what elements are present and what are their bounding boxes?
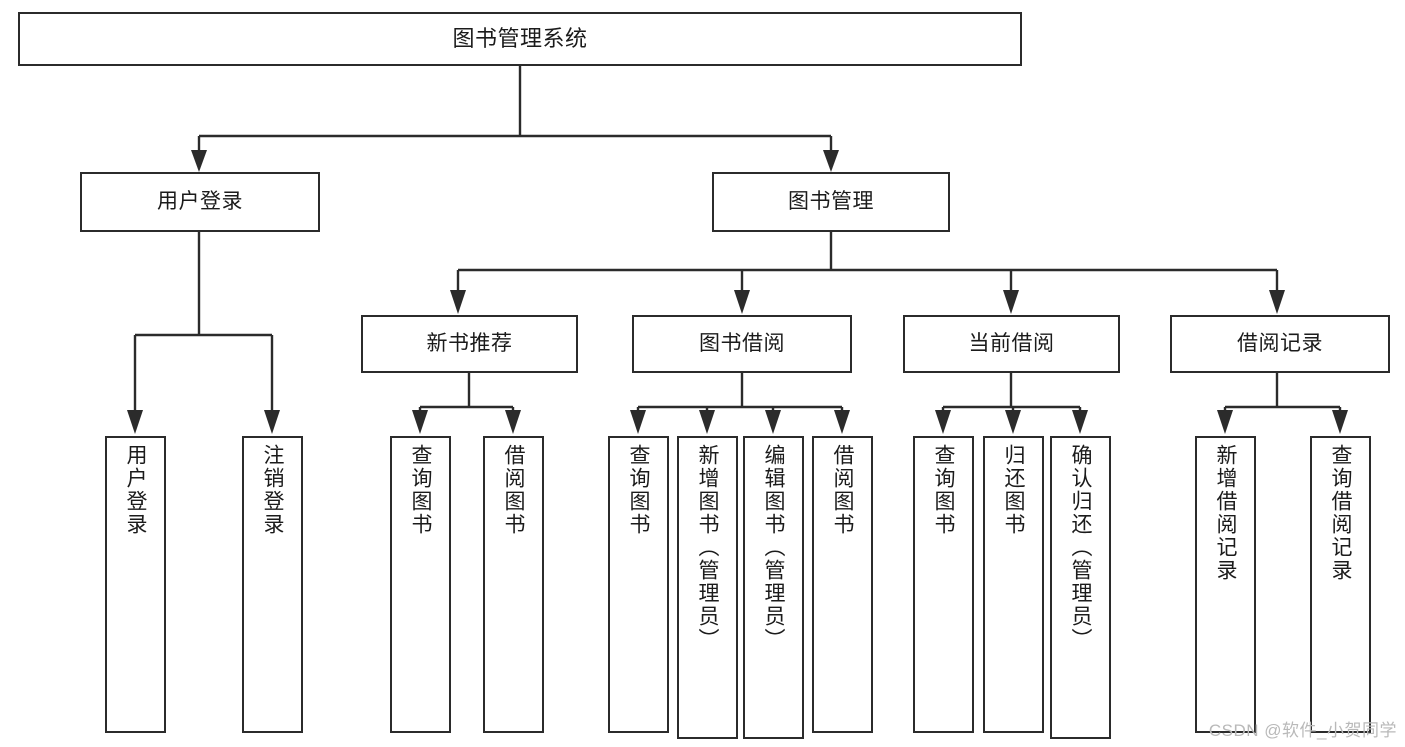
leaf-borrow-book-recommend[interactable]: 借阅图书 bbox=[483, 436, 544, 733]
node-label: 注销登录 bbox=[261, 444, 284, 536]
node-label: 新增借阅记录 bbox=[1214, 444, 1237, 582]
csdn-watermark: CSDN @软件_小贺同学 bbox=[1208, 721, 1397, 740]
node-label: 图书管理系统 bbox=[452, 25, 588, 51]
node-label: 图书借阅 bbox=[699, 332, 785, 356]
node-label: 归还图书 bbox=[1002, 444, 1025, 536]
leaf-borrow-book-borrow[interactable]: 借阅图书 bbox=[812, 436, 873, 733]
leaf-edit-book-admin[interactable]: 编辑图书（管理员） bbox=[743, 436, 804, 739]
node-borrow-record[interactable]: 借阅记录 bbox=[1170, 315, 1390, 373]
leaf-query-borrow-record[interactable]: 查询借阅记录 bbox=[1310, 436, 1371, 733]
node-label: 新书推荐 bbox=[426, 332, 513, 356]
node-book-borrow[interactable]: 图书借阅 bbox=[632, 315, 852, 373]
node-label: 确认归还（管理员） bbox=[1069, 444, 1092, 651]
node-label: 用户登录 bbox=[157, 190, 243, 214]
leaf-user-login[interactable]: 用户登录 bbox=[105, 436, 166, 733]
leaf-return-book[interactable]: 归还图书 bbox=[983, 436, 1044, 733]
node-label: 借阅图书 bbox=[502, 444, 525, 536]
node-label: 查询借阅记录 bbox=[1329, 444, 1352, 582]
node-current-borrow[interactable]: 当前借阅 bbox=[903, 315, 1120, 373]
node-label: 图书管理 bbox=[788, 190, 874, 214]
node-label: 编辑图书（管理员） bbox=[762, 444, 785, 651]
node-label: 当前借阅 bbox=[968, 332, 1055, 356]
leaf-confirm-return-admin[interactable]: 确认归还（管理员） bbox=[1050, 436, 1111, 739]
leaf-query-book-recommend[interactable]: 查询图书 bbox=[390, 436, 451, 733]
node-user-login[interactable]: 用户登录 bbox=[80, 172, 320, 232]
node-label: 查询图书 bbox=[409, 444, 432, 536]
node-book-management[interactable]: 图书管理 bbox=[712, 172, 950, 232]
node-label: 借阅图书 bbox=[831, 444, 854, 536]
node-label: 查询图书 bbox=[627, 444, 650, 536]
node-label: 用户登录 bbox=[124, 444, 147, 536]
leaf-logout[interactable]: 注销登录 bbox=[242, 436, 303, 733]
leaf-add-borrow-record[interactable]: 新增借阅记录 bbox=[1195, 436, 1256, 733]
leaf-query-book-borrow[interactable]: 查询图书 bbox=[608, 436, 669, 733]
node-label: 新增图书（管理员） bbox=[696, 444, 719, 651]
node-label: 查询图书 bbox=[932, 444, 955, 536]
leaf-query-book-current[interactable]: 查询图书 bbox=[913, 436, 974, 733]
leaf-add-book-admin[interactable]: 新增图书（管理员） bbox=[677, 436, 738, 739]
node-new-book-recommend[interactable]: 新书推荐 bbox=[361, 315, 578, 373]
node-label: 借阅记录 bbox=[1237, 332, 1323, 356]
node-root-system[interactable]: 图书管理系统 bbox=[18, 12, 1022, 66]
